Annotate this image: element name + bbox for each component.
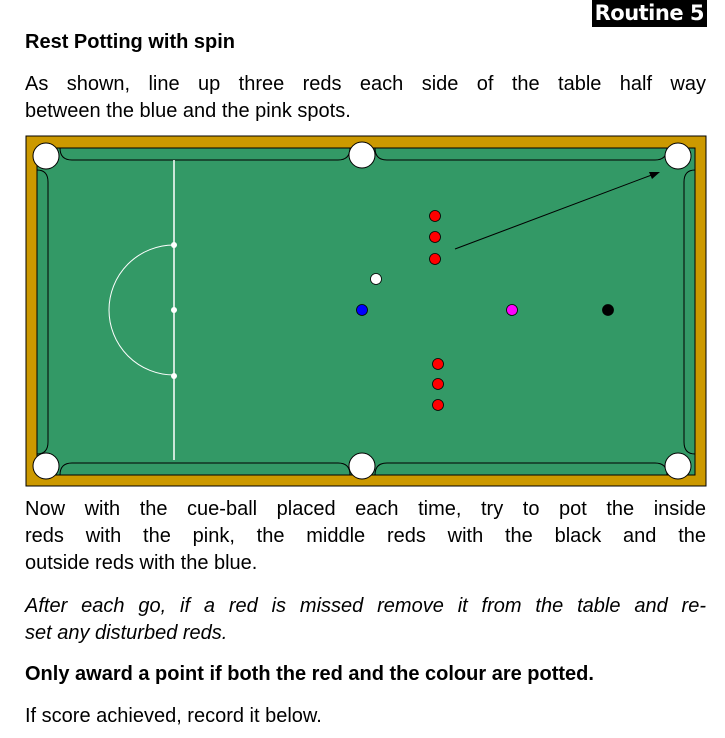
green-spot xyxy=(171,373,177,379)
instructions-paragraph: Now with the cue-ball placed each time, … xyxy=(25,496,706,577)
red-ball xyxy=(429,210,441,222)
snooker-table-diagram xyxy=(25,135,707,487)
brown-spot xyxy=(171,307,177,313)
blue-ball xyxy=(356,304,368,316)
note-paragraph: After each go, if a red is missed remove… xyxy=(25,593,706,647)
cue-ball xyxy=(370,273,382,285)
scoring-rule: Only award a point if both the red and t… xyxy=(25,661,706,688)
record-instruction: If score achieved, record it below. xyxy=(25,703,706,730)
rule-line: Only award a point if both the red and t… xyxy=(25,663,594,685)
note-line: set any disturbed reds. xyxy=(25,622,228,644)
d-semicircle xyxy=(108,244,175,376)
intro-line: between the blue and the pink spots. xyxy=(25,100,351,122)
arrow-icon xyxy=(454,172,660,250)
instructions-line: outside reds with the blue. xyxy=(25,552,258,574)
pocket xyxy=(664,142,692,170)
pockets xyxy=(32,141,692,480)
pocket xyxy=(348,141,376,169)
pocket xyxy=(664,452,692,480)
instructions-line: reds with the pink, the middle reds with… xyxy=(25,525,706,547)
red-ball xyxy=(432,378,444,390)
note-line: After each go, if a red is missed remove… xyxy=(25,595,706,617)
red-ball xyxy=(432,399,444,411)
intro-paragraph: As shown, line up three reds each side o… xyxy=(25,71,706,125)
pocket xyxy=(348,452,376,480)
record-line: If score achieved, record it below. xyxy=(25,705,322,727)
routine-badge: Routine 5 xyxy=(591,0,707,27)
instructions-line: Now with the cue-ball placed each time, … xyxy=(25,498,706,520)
red-ball xyxy=(429,231,441,243)
red-ball xyxy=(429,253,441,265)
black-ball xyxy=(602,304,614,316)
intro-line: As shown, line up three reds each side o… xyxy=(25,73,706,95)
yellow-spot xyxy=(171,242,177,248)
pink-ball xyxy=(506,304,518,316)
red-ball xyxy=(432,358,444,370)
page-title: Rest Potting with spin xyxy=(25,31,235,53)
pocket xyxy=(32,452,60,480)
pocket xyxy=(32,142,60,170)
